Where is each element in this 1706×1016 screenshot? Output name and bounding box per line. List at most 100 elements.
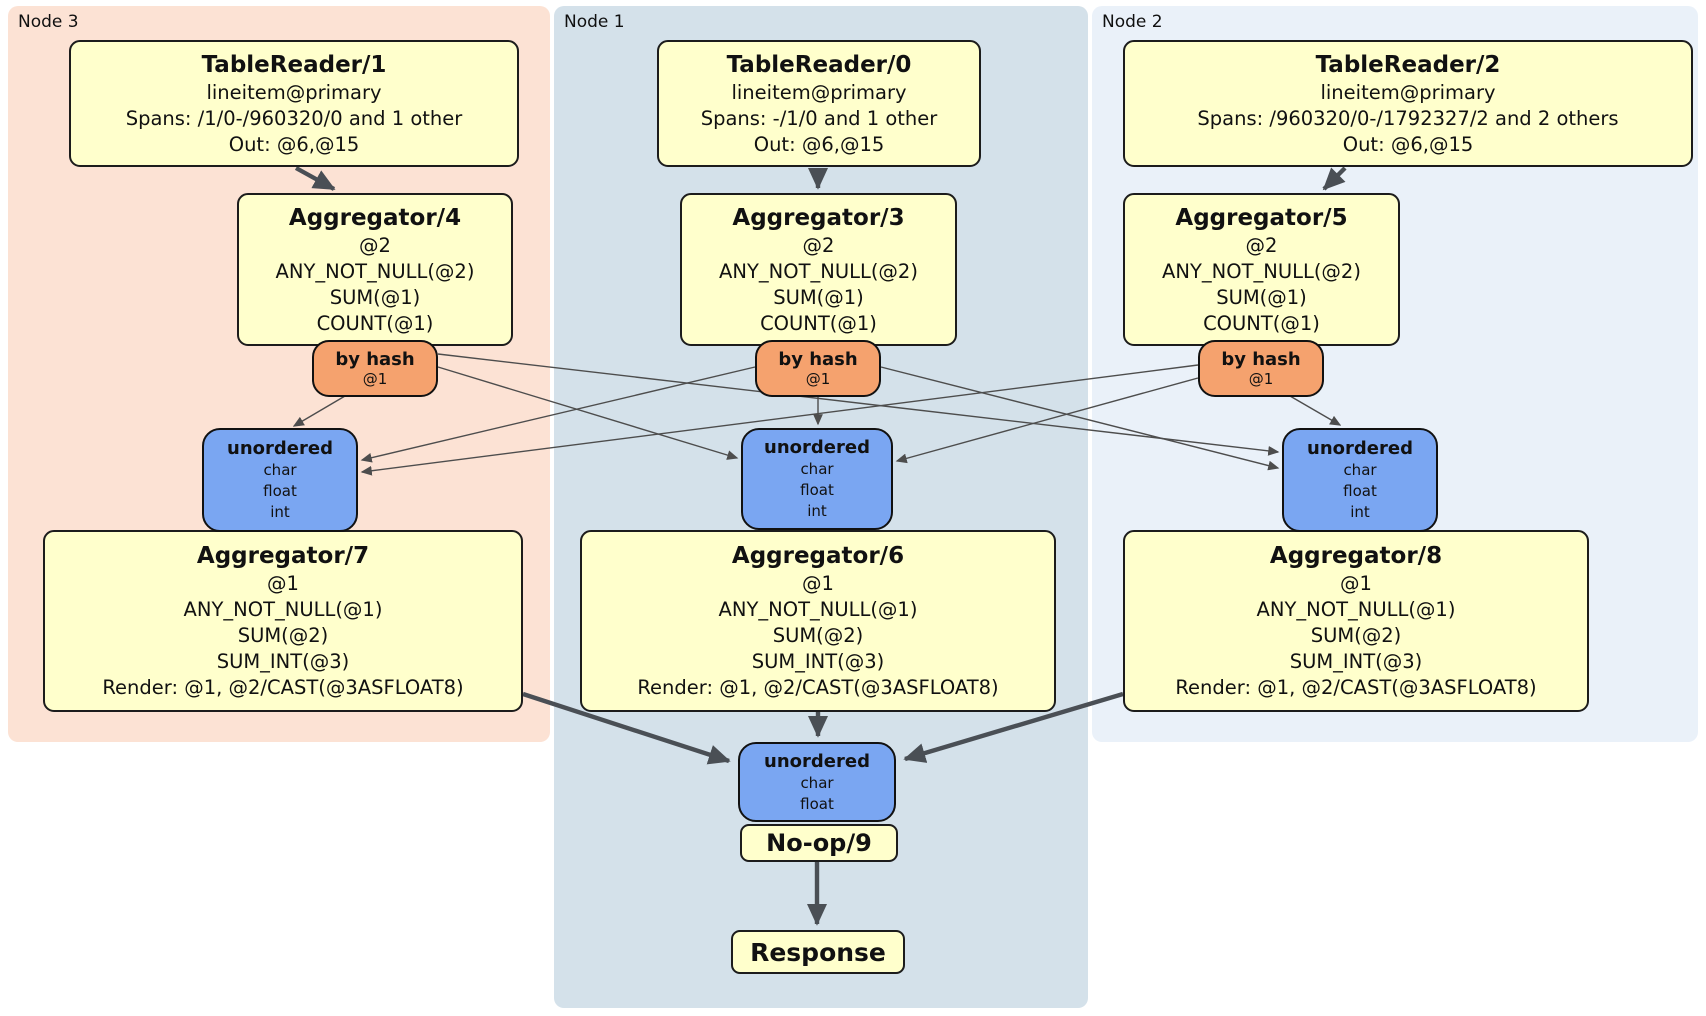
aggregator3-title: Aggregator/3 (732, 204, 905, 231)
aggregator5-title: Aggregator/5 (1175, 204, 1348, 231)
aggregator5-line: @2 (1245, 233, 1278, 257)
tablereader2-index: lineitem@primary (1320, 80, 1496, 104)
edge-hash1-to-sync2 (880, 366, 1280, 471)
aggregator3-line: ANY_NOT_NULL(@2) (719, 259, 918, 283)
node3-hash-router-key: @1 (362, 370, 388, 388)
edge-hash1-to-sync3 (360, 366, 756, 463)
arrow-aggregator7-to-final-sync (522, 691, 731, 765)
node2-hash-router: by hash @1 (1198, 340, 1324, 397)
aggregator6-box: Aggregator/6 @1 ANY_NOT_NULL(@1) SUM(@2)… (580, 530, 1056, 712)
arrow-tablereader2-to-aggregator5 (1322, 166, 1347, 191)
node1-sync-title: unordered (764, 437, 870, 458)
tablereader2-box: TableReader/2 lineitem@primary Spans: /9… (1123, 40, 1693, 167)
aggregator8-line: ANY_NOT_NULL(@1) (1256, 598, 1456, 621)
tablereader0-box: TableReader/0 lineitem@primary Spans: -/… (657, 40, 981, 167)
aggregator3-line: COUNT(@1) (760, 311, 877, 335)
response-title: Response (750, 937, 886, 967)
node1-hash-router: by hash @1 (755, 340, 881, 397)
aggregator4-line: @2 (359, 233, 391, 257)
node1-panel-label: Node 1 (564, 12, 625, 32)
aggregator8-box: Aggregator/8 @1 ANY_NOT_NULL(@1) SUM(@2)… (1123, 530, 1589, 712)
tablereader0-out: Out: @6,@15 (753, 132, 885, 156)
tablereader0-index: lineitem@primary (731, 80, 907, 104)
edge-hash2-to-sync1 (895, 377, 1199, 464)
node1-hash-router-title: by hash (778, 349, 858, 370)
node3-panel-label: Node 3 (18, 12, 79, 32)
aggregator8-line: SUM_INT(@3) (1289, 650, 1423, 673)
aggregator5-line: COUNT(@1) (1203, 311, 1320, 335)
node3-hash-router-title: by hash (335, 349, 415, 370)
node1-unordered-sync: unordered char float int (741, 428, 893, 530)
tablereader1-box: TableReader/1 lineitem@primary Spans: /1… (69, 40, 519, 167)
tablereader2-out: Out: @6,@15 (1342, 132, 1474, 156)
aggregator7-line: SUM(@2) (237, 624, 329, 647)
node1-sync-col: char (800, 460, 834, 478)
edge-hash2-to-sync2 (1289, 395, 1342, 426)
node2-sync-col: char (1343, 461, 1377, 479)
aggregator7-title: Aggregator/7 (196, 543, 370, 569)
final-sync-col: float (800, 794, 834, 813)
node3-sync-col: float (263, 482, 297, 500)
node3-sync-title: unordered (227, 438, 333, 459)
edge-hash3-to-sync2 (437, 353, 1280, 456)
aggregator6-line: SUM(@2) (772, 624, 864, 647)
edge-hash2-to-sync3 (360, 364, 1199, 476)
tablereader0-title: TableReader/0 (726, 51, 912, 78)
final-unordered-sync: unordered char float (738, 742, 896, 822)
node2-hash-router-title: by hash (1221, 349, 1301, 370)
node2-sync-title: unordered (1307, 438, 1413, 459)
node2-unordered-sync: unordered char float int (1282, 428, 1438, 532)
edge-hash3-to-sync1 (437, 366, 739, 460)
aggregator4-box: Aggregator/4 @2 ANY_NOT_NULL(@2) SUM(@1)… (237, 193, 513, 346)
aggregator8-line: @1 (1340, 572, 1372, 595)
aggregator7-render: Render: @1, @2/CAST(@3ASFLOAT8) (102, 676, 464, 699)
aggregator6-line: ANY_NOT_NULL(@1) (718, 598, 918, 621)
aggregator8-line: SUM(@2) (1310, 624, 1402, 647)
aggregator8-title: Aggregator/8 (1269, 543, 1443, 569)
tablereader0-spans: Spans: -/1/0 and 1 other (700, 106, 938, 130)
tablereader1-title: TableReader/1 (201, 51, 387, 78)
aggregator7-line: ANY_NOT_NULL(@1) (183, 598, 383, 621)
tablereader1-spans: Spans: /1/0-/960320/0 and 1 other (125, 106, 463, 130)
node1-sync-col: int (807, 502, 827, 520)
aggregator4-line: COUNT(@1) (316, 311, 434, 335)
noop9-box: No-op/9 (740, 824, 898, 862)
final-sync-title: unordered (764, 750, 870, 772)
node3-sync-col: int (270, 503, 290, 521)
tablereader2-spans: Spans: /960320/0-/1792327/2 and 2 others (1197, 106, 1619, 130)
aggregator4-line: ANY_NOT_NULL(@2) (275, 259, 475, 283)
arrow-tablereader1-to-aggregator4 (294, 166, 336, 191)
aggregator7-line: SUM_INT(@3) (216, 650, 350, 673)
node2-hash-router-key: @1 (1248, 370, 1274, 388)
aggregator7-line: @1 (267, 572, 299, 595)
aggregator6-line: SUM_INT(@3) (751, 650, 885, 673)
aggregator8-render: Render: @1, @2/CAST(@3ASFLOAT8) (1175, 676, 1537, 699)
aggregator4-title: Aggregator/4 (288, 204, 462, 231)
aggregator5-box: Aggregator/5 @2 ANY_NOT_NULL(@2) SUM(@1)… (1123, 193, 1400, 346)
aggregator6-title: Aggregator/6 (731, 543, 905, 569)
node3-hash-router: by hash @1 (312, 340, 438, 397)
aggregator3-box: Aggregator/3 @2 ANY_NOT_NULL(@2) SUM(@1)… (680, 193, 957, 346)
aggregator5-line: ANY_NOT_NULL(@2) (1162, 259, 1361, 283)
final-sync-col: char (800, 773, 834, 792)
node3-unordered-sync: unordered char float int (202, 428, 358, 532)
node3-sync-col: char (263, 461, 297, 479)
aggregator3-line: @2 (802, 233, 835, 257)
node2-panel-label: Node 2 (1102, 12, 1163, 32)
noop9-title: No-op/9 (766, 829, 872, 857)
arrow-aggregator8-to-final-sync (903, 691, 1124, 763)
node2-sync-col: int (1350, 503, 1370, 521)
edge-hash3-to-sync3 (292, 395, 346, 427)
aggregator4-line: SUM(@1) (329, 285, 421, 309)
tablereader2-title: TableReader/2 (1315, 51, 1501, 78)
node1-sync-col: float (800, 481, 834, 499)
tablereader1-out: Out: @6,@15 (228, 132, 360, 156)
node1-hash-router-key: @1 (805, 370, 831, 388)
aggregator6-render: Render: @1, @2/CAST(@3ASFLOAT8) (637, 676, 999, 699)
tablereader1-index: lineitem@primary (206, 80, 382, 104)
aggregator7-box: Aggregator/7 @1 ANY_NOT_NULL(@1) SUM(@2)… (43, 530, 523, 712)
node2-sync-col: float (1343, 482, 1377, 500)
response-box: Response (731, 930, 905, 974)
